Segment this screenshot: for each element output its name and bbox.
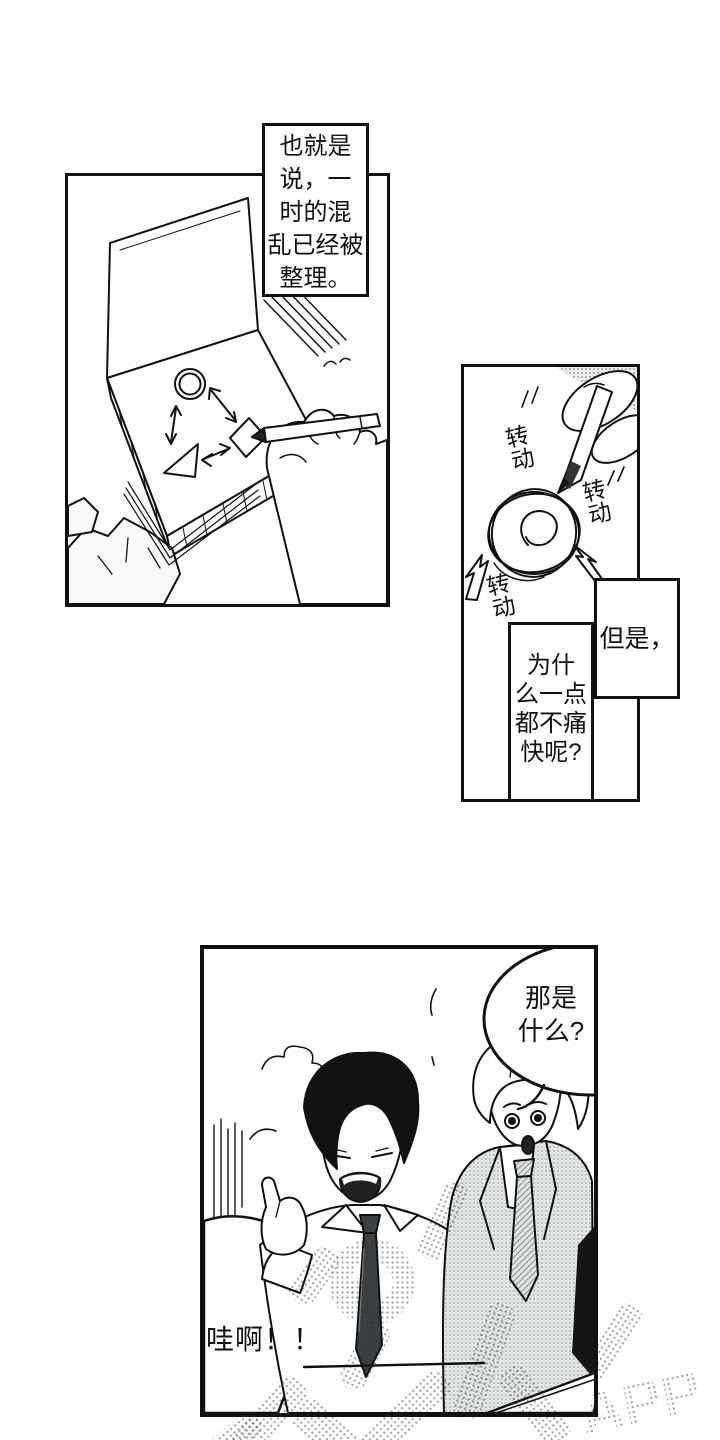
narration-line: 时的混	[279, 199, 352, 226]
why-box: 为什 么一点 都不痛 快呢?	[508, 622, 594, 802]
black-hair	[303, 1051, 420, 1170]
drawn-circle	[174, 368, 206, 400]
crumpled-paper	[68, 497, 181, 604]
shock-scribbles	[249, 988, 437, 1140]
scream-text: 哇啊！！	[206, 1318, 336, 1358]
pen	[557, 385, 613, 494]
drawn-triangle	[163, 443, 199, 478]
balloon-text: 那是 什么?	[505, 982, 597, 1048]
notebook-illustration	[68, 197, 387, 604]
narration-box: 也就是 说，一 时的混 乱已经被 整理。	[262, 123, 369, 297]
but-text: 但是，	[599, 625, 675, 653]
diagram-arrows	[165, 387, 237, 467]
book-corner-edges	[123, 481, 261, 566]
black-hair-man	[259, 1051, 473, 1413]
spiral-illustration	[465, 367, 637, 601]
balloon-line: 那是	[524, 983, 577, 1013]
why-line: 都不痛	[515, 710, 587, 737]
scream-line: 哇啊！！	[206, 1324, 323, 1355]
why-line: 么一点	[515, 681, 587, 708]
narration-line: 整理。	[279, 265, 352, 292]
spiral-scribble	[487, 488, 581, 582]
narration-line: 说，一	[279, 166, 352, 193]
narration-line: 乱已经被	[267, 232, 364, 259]
rotate-arrow-left	[465, 554, 489, 601]
pointing-hand	[260, 1176, 313, 1294]
motion-dashes	[521, 386, 625, 486]
but-box: 但是，	[594, 578, 680, 699]
speech-balloon	[482, 949, 594, 1111]
why-line: 为什	[527, 652, 575, 679]
balloon-line: 什么?	[517, 1016, 585, 1046]
striped-tie	[509, 1175, 539, 1302]
narration-line: 也就是	[279, 133, 352, 160]
rotate-arrow-right	[573, 544, 603, 582]
why-line: 快呢?	[520, 739, 582, 766]
